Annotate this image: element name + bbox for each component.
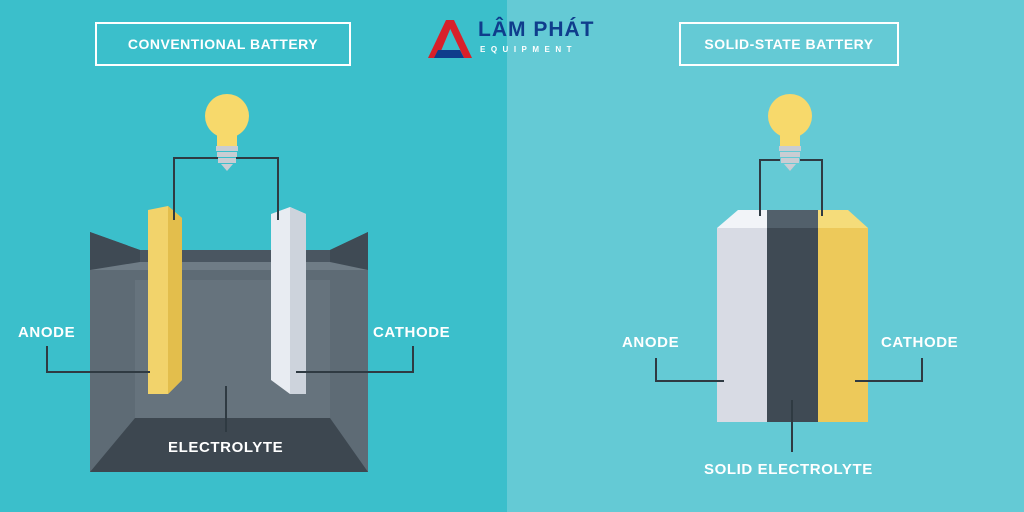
cathode-plate-side bbox=[290, 207, 306, 394]
solid-electrolyte-top bbox=[767, 210, 818, 228]
conventional-battery-title: CONVENTIONAL BATTERY bbox=[95, 22, 351, 66]
solid-cathode-top bbox=[818, 210, 868, 228]
solid-state-battery-title: SOLID-STATE BATTERY bbox=[679, 22, 899, 66]
container-left-rim bbox=[90, 232, 140, 270]
container-right-rim bbox=[330, 232, 368, 270]
anode-plate-side bbox=[168, 206, 182, 394]
left-wire-anode bbox=[173, 157, 218, 220]
cathode-label-right: CATHODE bbox=[881, 334, 959, 351]
anode-label-left: ANODE bbox=[18, 324, 76, 341]
logo-name: LÂM PHÁT bbox=[478, 18, 595, 41]
anode-leader-left bbox=[46, 346, 150, 373]
lam-phat-logo-icon bbox=[428, 20, 472, 58]
right-wire-anode bbox=[759, 159, 780, 216]
cathode-leader-right bbox=[855, 358, 923, 382]
logo-subtitle: EQUIPMENT bbox=[480, 45, 578, 54]
solid-electrolyte-layer bbox=[767, 228, 818, 422]
solid-anode-layer bbox=[717, 228, 767, 422]
electrolyte-label: ELECTROLYTE bbox=[168, 439, 284, 456]
cathode-label-left: CATHODE bbox=[373, 324, 451, 341]
solid-electrolyte-label: SOLID ELECTROLYTE bbox=[704, 461, 873, 478]
right-wire-cathode bbox=[800, 159, 823, 216]
container-bottom bbox=[90, 418, 368, 472]
anode-label-right: ANODE bbox=[622, 334, 680, 351]
left-wire-cathode bbox=[236, 157, 279, 220]
solid-cathode-layer bbox=[818, 228, 868, 422]
anode-leader-right bbox=[655, 358, 724, 382]
lam-phat-logo: LÂM PHÁT EQUIPMENT bbox=[424, 12, 600, 64]
cathode-leader-left bbox=[296, 346, 414, 373]
solid-anode-top bbox=[717, 210, 767, 228]
light-bulb-icon-right bbox=[768, 94, 812, 171]
light-bulb-icon-left bbox=[205, 94, 249, 171]
